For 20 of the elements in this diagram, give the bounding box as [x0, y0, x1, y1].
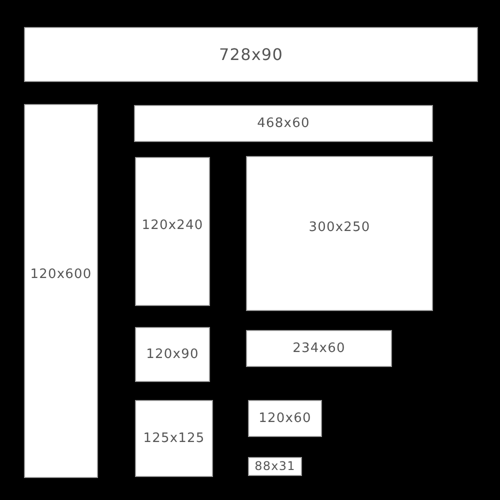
- size-label: 120x600: [30, 267, 92, 283]
- ad-slot-box: [24, 104, 98, 478]
- ad-slot-box: [248, 400, 322, 437]
- ad-slot-box: [246, 156, 433, 311]
- ad-slot-box: [135, 157, 210, 306]
- size-label: 728x90: [219, 44, 283, 64]
- ad-slot-box: [135, 327, 210, 382]
- size-label: 120x90: [146, 346, 199, 362]
- size-label: 120x60: [258, 410, 312, 426]
- size-label: 88x31: [254, 459, 296, 474]
- size-label: 234x60: [292, 340, 346, 356]
- ad-slot-box: [134, 105, 433, 142]
- ad-slot-box: [24, 27, 478, 82]
- size-label: 125x125: [143, 430, 205, 446]
- size-label: 468x60: [257, 116, 310, 132]
- size-label: 120x240: [142, 218, 204, 234]
- ad-slot-box: [135, 400, 213, 477]
- size-label: 300x250: [308, 220, 370, 236]
- ad-slot-box: [248, 457, 302, 476]
- ad-slot-box: [246, 330, 392, 367]
